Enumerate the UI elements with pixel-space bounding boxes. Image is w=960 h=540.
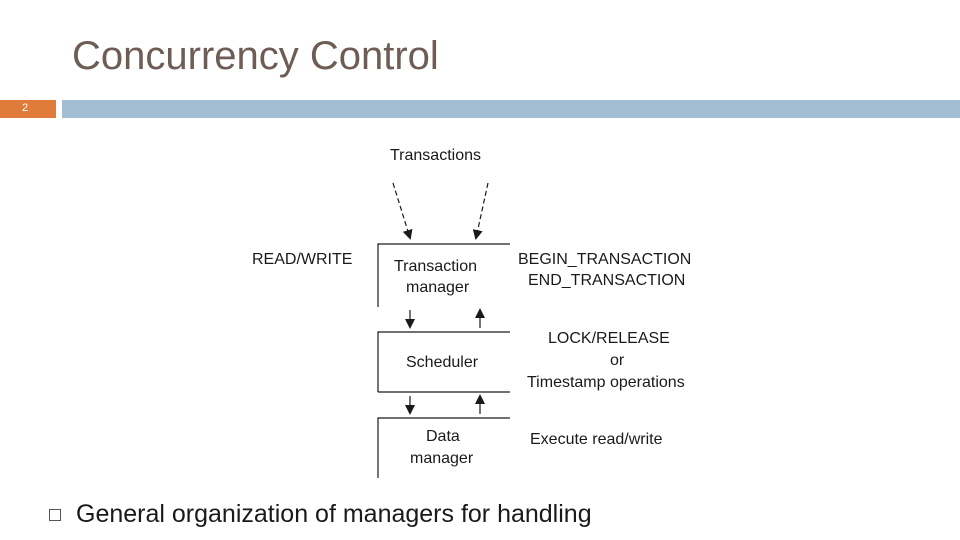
transactions-label: Transactions (390, 147, 481, 164)
begin-transaction-label: BEGIN_TRANSACTION (518, 251, 691, 268)
data-manager-box: Data manager (377, 417, 510, 478)
execute-read-write-label: Execute read/write (530, 431, 663, 448)
scheduler-label: Scheduler (406, 354, 479, 371)
read-write-label: READ/WRITE (252, 251, 352, 268)
incoming-arrow-left (392, 182, 413, 240)
data-manager-line-2: manager (410, 450, 474, 467)
bullet-icon (49, 509, 61, 521)
bullet-text: General organization of managers for han… (76, 500, 592, 528)
slide-number: 2 (22, 102, 29, 114)
slide-title: Concurrency Control (72, 34, 439, 78)
lock-release-label: LOCK/RELEASE (548, 330, 670, 347)
scheduler-box: Scheduler (377, 331, 510, 393)
transaction-manager-line-2: manager (406, 279, 470, 296)
end-transaction-label: END_TRANSACTION (528, 272, 685, 289)
transaction-manager-box: Transaction manager (377, 243, 510, 307)
transaction-manager-line-1: Transaction (394, 258, 477, 275)
incoming-arrow-right (472, 182, 489, 240)
data-manager-line-1: Data (426, 428, 460, 445)
or-label: or (610, 352, 625, 369)
timestamp-operations-label: Timestamp operations (527, 374, 685, 391)
header-accent-bar (62, 100, 960, 118)
slide-number-bar (0, 100, 56, 118)
